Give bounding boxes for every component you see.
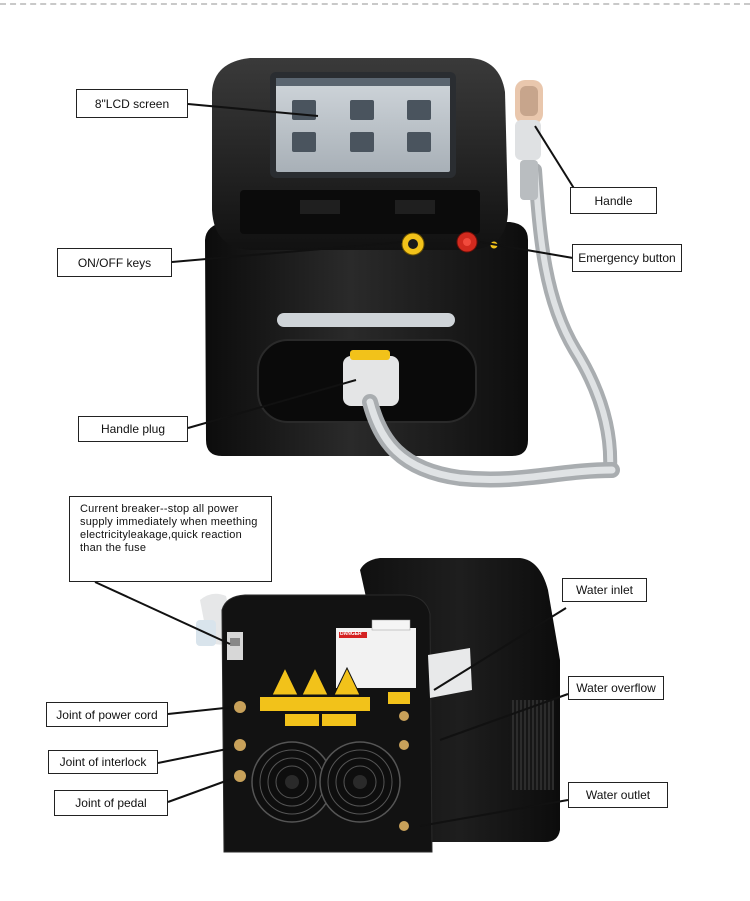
joint-interlock-label: Joint of interlock: [59, 755, 147, 769]
emergency-button-label: Emergency button: [578, 251, 676, 265]
water-overflow-callout: Water overflow: [568, 676, 664, 700]
joint-pedal-label: Joint of pedal: [75, 796, 147, 810]
handle-plug-callout: Handle plug: [78, 416, 188, 442]
on-off-keys-callout: ON/OFF keys: [57, 248, 172, 277]
lcd-screen-callout: 8"LCD screen: [76, 89, 188, 118]
water-outlet-callout: Water outlet: [568, 782, 668, 808]
water-inlet-callout: Water inlet: [562, 578, 647, 602]
current-breaker-label: Current breaker--stop all power supply i…: [80, 503, 258, 554]
on-off-keys-label: ON/OFF keys: [77, 255, 152, 270]
handle-plug: [343, 356, 399, 406]
front-device: [205, 58, 620, 488]
water-overflow-port: [399, 740, 409, 750]
handle-label: Handle: [594, 193, 633, 208]
cooling-fans: [251, 741, 401, 823]
interlock-joint: [234, 739, 246, 751]
lcd-screen-label: 8"LCD screen: [94, 96, 170, 111]
lcd-screen: [276, 78, 450, 172]
joint-power-cord-callout: Joint of power cord: [46, 702, 168, 727]
current-breaker-callout: Current breaker--stop all power supply i…: [69, 496, 272, 582]
joint-interlock-callout: Joint of interlock: [48, 750, 158, 774]
emergency-button-callout: Emergency button: [572, 244, 682, 272]
joint-pedal-callout: Joint of pedal: [54, 790, 168, 816]
joint-power-cord-label: Joint of power cord: [56, 707, 158, 722]
water-inlet-label: Water inlet: [576, 583, 633, 597]
back-device: [196, 558, 560, 853]
water-inlet-port: [399, 711, 409, 721]
water-outlet-port: [399, 821, 409, 831]
top-dashed-divider: [0, 3, 750, 5]
power-cord-joint: [234, 701, 246, 713]
water-outlet-label: Water outlet: [585, 788, 651, 802]
danger-tag-text: DANGER: [340, 631, 362, 637]
handle-plug-label: Handle plug: [100, 422, 166, 436]
water-overflow-label: Water overflow: [576, 681, 656, 695]
handle-callout: Handle: [570, 187, 657, 214]
handle-graphic: [515, 80, 543, 200]
pedal-joint: [234, 770, 246, 782]
lcd-screen-tiles: [292, 100, 431, 152]
leader-lines: [94, 103, 576, 827]
